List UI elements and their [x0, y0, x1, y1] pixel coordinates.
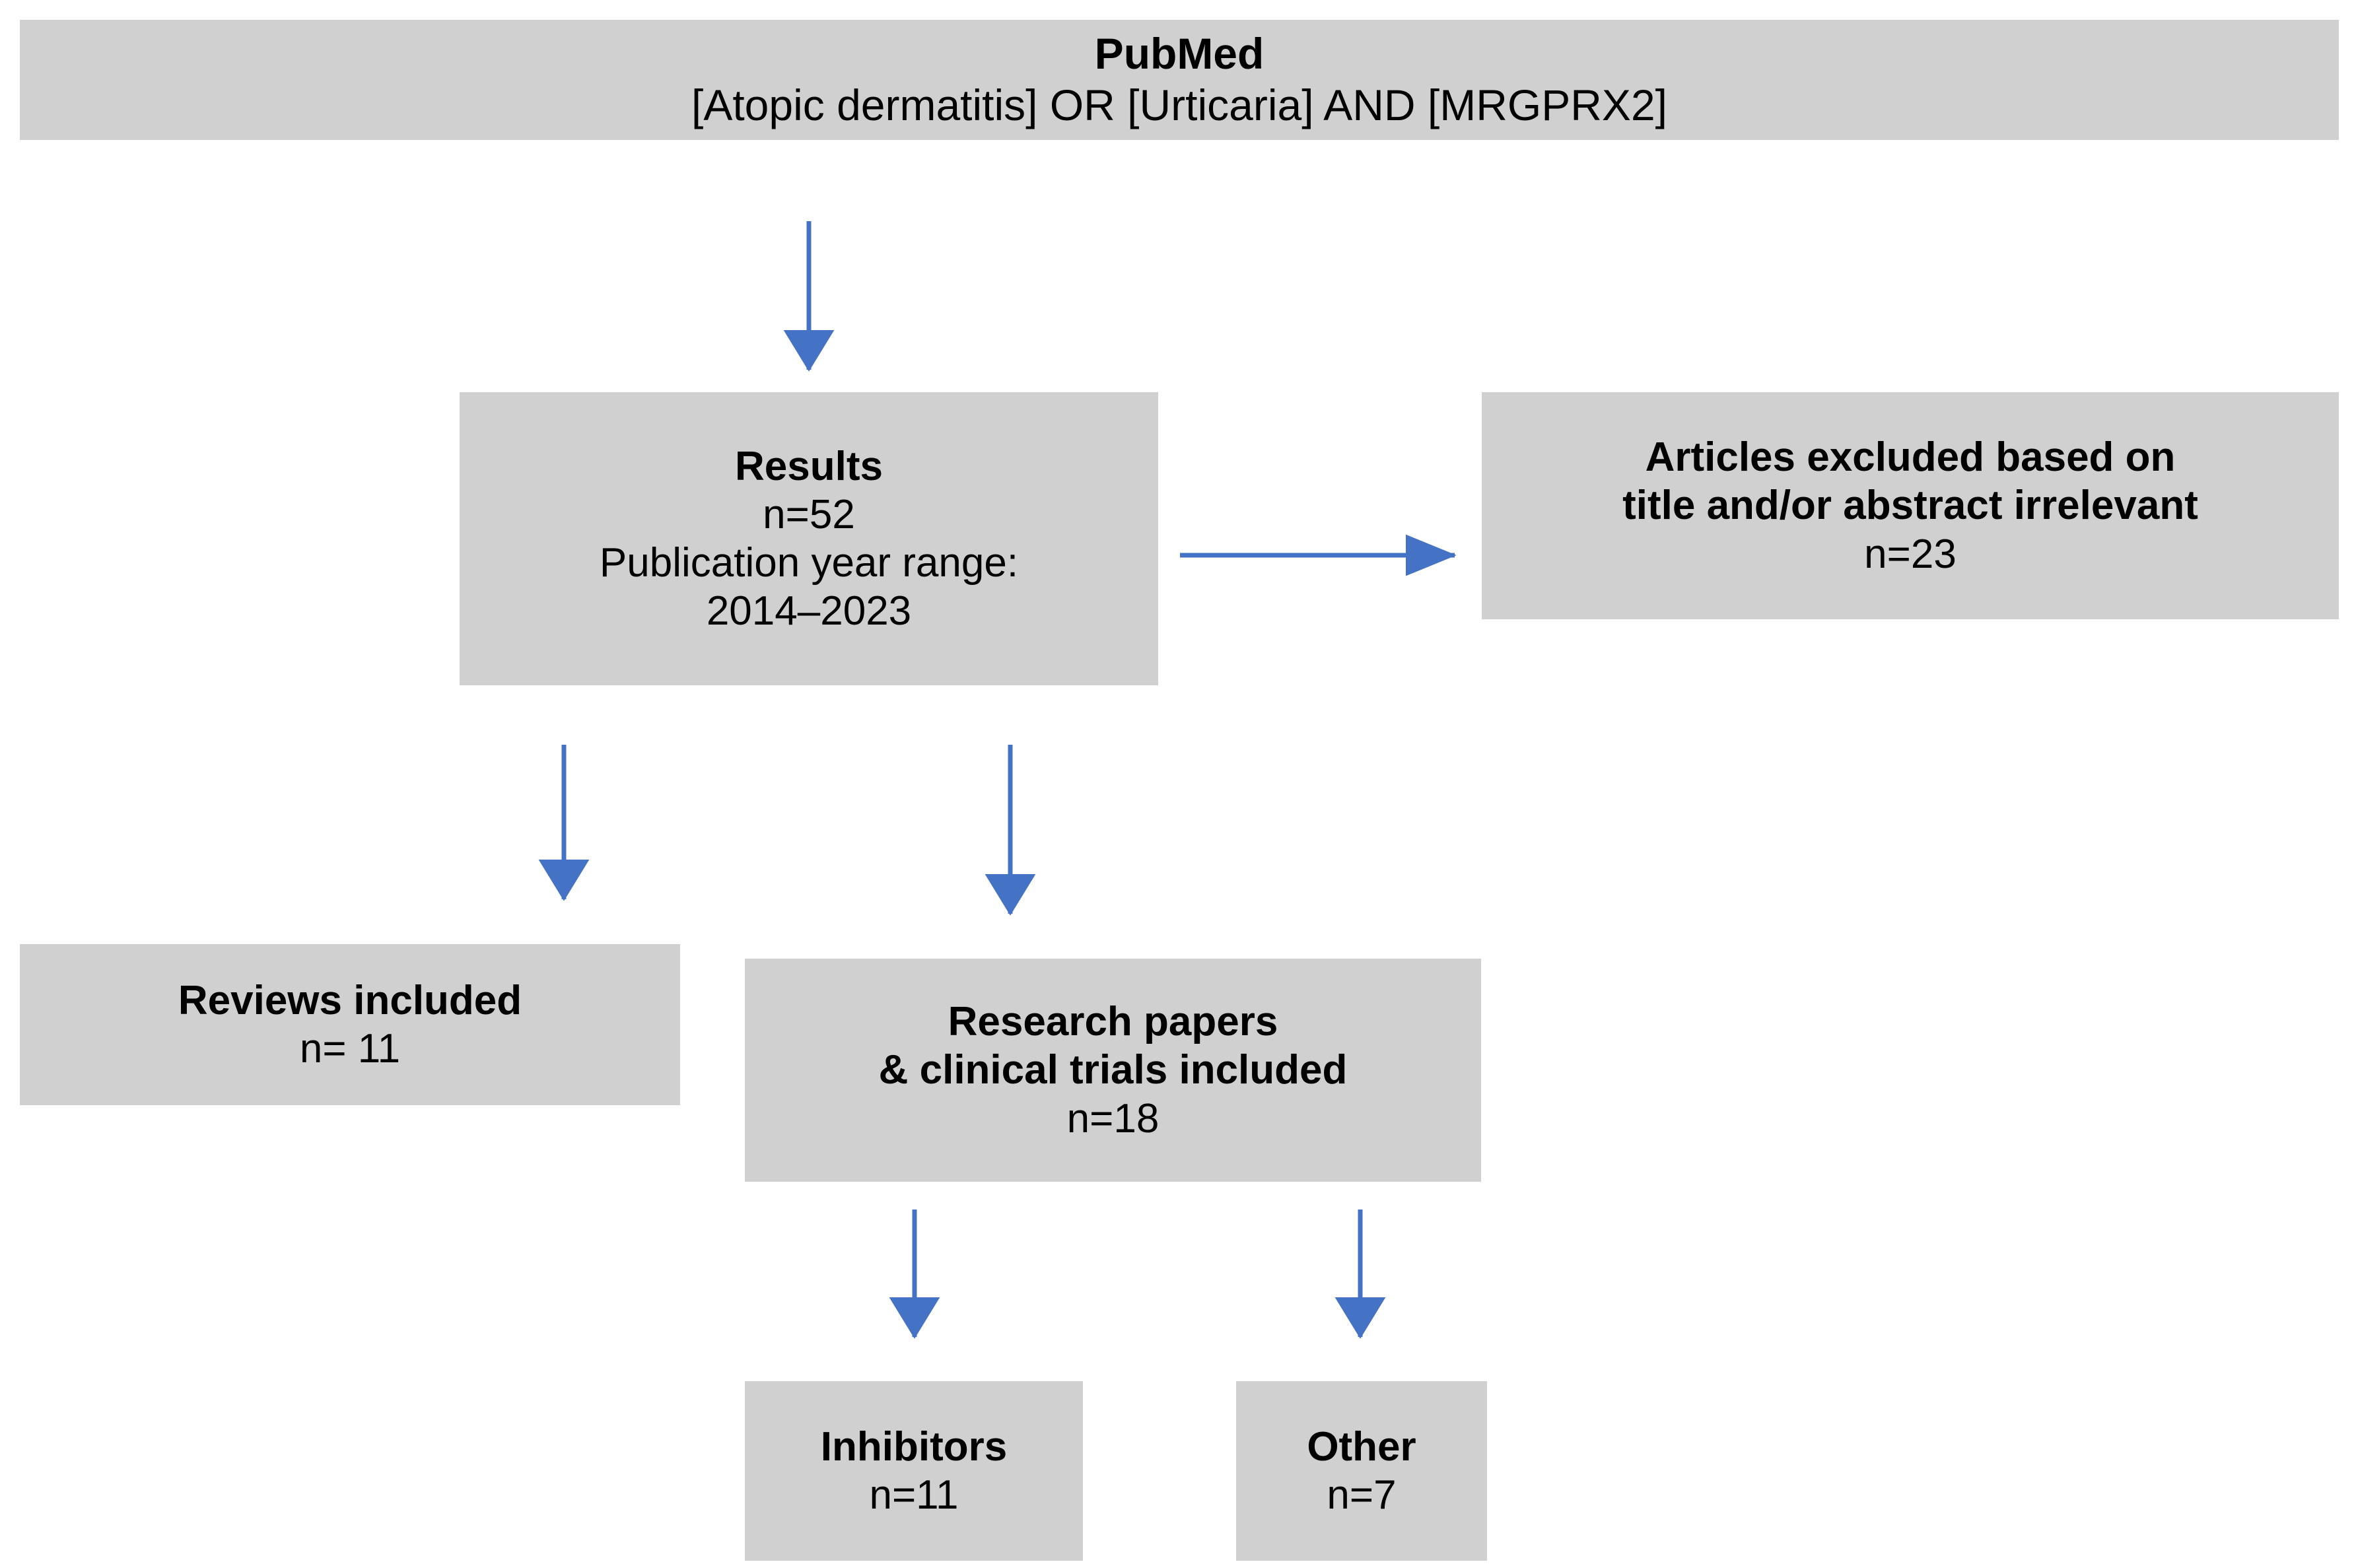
node-pubmed-line1: PubMed: [1094, 29, 1265, 79]
node-research-line3: n=18: [1066, 1095, 1160, 1142]
node-other-line1: Other: [1307, 1423, 1416, 1470]
node-results-line4: 2014–2023: [706, 588, 912, 634]
node-results-line3: Publication year range:: [599, 540, 1019, 586]
node-pubmed-line2: [Atopic dermatitis] OR [Urticaria] AND […: [691, 81, 1667, 129]
node-results-line1: Results: [735, 443, 883, 489]
node-inhibitors: Inhibitors n=11: [745, 1381, 1083, 1561]
node-excluded-line3: n=23: [1864, 531, 1957, 577]
node-research-papers: Research papers & clinical trials includ…: [745, 959, 1481, 1182]
node-other: Other n=7: [1236, 1381, 1487, 1561]
node-excluded-line2: title and/or abstract irrelevant: [1622, 483, 2198, 529]
node-research-line2: & clinical trials included: [878, 1047, 1348, 1093]
node-articles-excluded: Articles excluded based on title and/or …: [1482, 392, 2339, 619]
node-research-line1: Research papers: [948, 999, 1278, 1045]
node-excluded-line1: Articles excluded based on: [1645, 434, 2176, 481]
node-other-line2: n=7: [1327, 1472, 1397, 1518]
node-results: Results n=52 Publication year range: 201…: [460, 392, 1158, 685]
node-pubmed: PubMed [Atopic dermatitis] OR [Urticaria…: [20, 20, 2339, 140]
node-inhibitors-line1: Inhibitors: [820, 1423, 1008, 1470]
node-reviews-line2: n= 11: [299, 1026, 401, 1072]
node-inhibitors-line2: n=11: [869, 1472, 959, 1518]
node-reviews-included: Reviews included n= 11: [20, 944, 680, 1105]
node-reviews-line1: Reviews included: [178, 977, 522, 1023]
node-results-line2: n=52: [763, 491, 855, 537]
